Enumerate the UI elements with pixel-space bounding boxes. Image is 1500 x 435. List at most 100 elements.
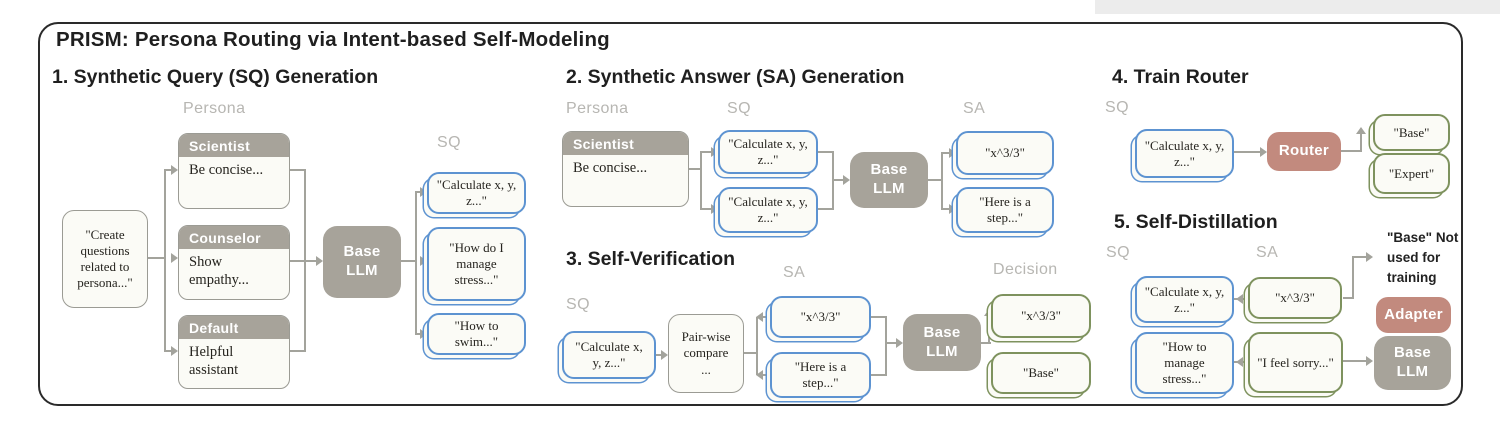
section-2-heading: 2. Synthetic Answer (SA) Generation bbox=[566, 66, 905, 88]
connector-line bbox=[1352, 257, 1354, 299]
connector-line bbox=[762, 374, 770, 376]
arrowhead bbox=[711, 147, 718, 157]
connector-line bbox=[941, 152, 949, 154]
sq-card: "Calculate x, y, z..." bbox=[427, 172, 526, 214]
connector-line bbox=[700, 152, 702, 210]
connector-line bbox=[148, 257, 166, 259]
background-strip bbox=[1095, 0, 1500, 14]
section-4-heading: 4. Train Router bbox=[1112, 66, 1249, 88]
connector-line bbox=[756, 317, 758, 375]
connector-line bbox=[871, 316, 887, 318]
connector-line bbox=[164, 169, 172, 171]
pairwise-compare-box: Pair-wise compare ... bbox=[668, 314, 744, 393]
sa-card: "x^3/3" bbox=[1248, 277, 1342, 319]
base-llm-box-s3: Base LLM bbox=[903, 314, 981, 371]
sa-label-s3: SA bbox=[783, 264, 806, 281]
base-llm-box-s2: Base LLM bbox=[850, 152, 928, 208]
compare-line: ... bbox=[701, 361, 711, 377]
sq-label-s1: SQ bbox=[437, 134, 461, 151]
figure-title: PRISM: Persona Routing via Intent-based … bbox=[56, 28, 610, 51]
connector-line bbox=[744, 352, 758, 354]
connector-line bbox=[415, 191, 421, 193]
router-output-card: "Expert" bbox=[1373, 153, 1450, 194]
section-1-heading: 1. Synthetic Query (SQ) Generation bbox=[52, 66, 379, 88]
base-llm-box-s5: Base LLM bbox=[1374, 336, 1451, 390]
sa-card: "I feel sorry..." bbox=[1248, 332, 1343, 393]
sa-card: "Here is a step..." bbox=[770, 352, 871, 398]
arrowhead bbox=[1366, 252, 1373, 262]
connector-line bbox=[818, 151, 834, 153]
persona-card-body: Be concise... bbox=[189, 162, 264, 178]
connector-line bbox=[941, 153, 943, 209]
connector-line bbox=[885, 317, 887, 376]
not-used-note: "Base" Not used for training bbox=[1387, 230, 1459, 285]
connector-line bbox=[1352, 256, 1366, 258]
arrowhead bbox=[843, 175, 850, 185]
connector-line bbox=[164, 350, 172, 352]
arrowhead bbox=[984, 309, 994, 316]
sq-label-s4: SQ bbox=[1105, 99, 1129, 116]
arrowhead bbox=[1236, 294, 1243, 304]
connector-line bbox=[415, 333, 421, 335]
sq-card: "How to manage stress..." bbox=[1135, 332, 1234, 394]
sq-card: "Calculate x, y, z..." bbox=[562, 331, 656, 379]
connector-line bbox=[700, 151, 711, 153]
arrowhead bbox=[1366, 356, 1373, 366]
sq-card: "How to swim..." bbox=[427, 313, 526, 355]
persona-card-scientist-s2: Scientist Be concise... bbox=[562, 131, 689, 207]
sa-card: "x^3/3" bbox=[770, 296, 871, 338]
arrowhead bbox=[949, 148, 956, 158]
persona-card-default: Default Helpful assistant bbox=[178, 315, 290, 389]
connector-line bbox=[700, 208, 711, 210]
router-box: Router bbox=[1267, 132, 1341, 171]
connector-line bbox=[401, 260, 417, 262]
connector-line bbox=[656, 354, 663, 356]
sa-label-s5: SA bbox=[1256, 244, 1279, 261]
arrowhead bbox=[1260, 147, 1267, 157]
persona-card-header: Scientist bbox=[563, 132, 688, 155]
connector-line bbox=[885, 342, 896, 344]
arrowhead bbox=[171, 253, 178, 263]
sq-card: "How do I manage stress..." bbox=[427, 227, 526, 301]
persona-card-scientist: Scientist Be concise... bbox=[178, 133, 290, 209]
connector-line bbox=[290, 350, 306, 352]
connector-line bbox=[1341, 360, 1367, 362]
sa-card: "Here is a step..." bbox=[956, 187, 1054, 233]
connector-line bbox=[1341, 150, 1362, 152]
seed-prompt-box: "Create questions related to persona..." bbox=[62, 210, 148, 308]
sq-label-s3: SQ bbox=[566, 296, 590, 313]
connector-line bbox=[988, 316, 990, 344]
sq-card: "Calculate x, y, z..." bbox=[1135, 129, 1234, 178]
connector-line bbox=[832, 179, 843, 181]
router-output-card: "Base" bbox=[1373, 114, 1450, 151]
sa-label-s2: SA bbox=[963, 100, 986, 117]
connector-line bbox=[871, 374, 887, 376]
persona-card-body: Helpful assistant bbox=[189, 344, 239, 379]
arrowhead bbox=[661, 350, 668, 360]
connector-line bbox=[415, 192, 417, 334]
connector-line bbox=[941, 208, 949, 210]
persona-card-header: Default bbox=[179, 316, 289, 339]
arrowhead bbox=[949, 204, 956, 214]
sq-label-s5: SQ bbox=[1106, 244, 1130, 261]
arrowhead bbox=[420, 256, 427, 266]
connector-line bbox=[762, 316, 770, 318]
persona-card-body: Be concise... bbox=[573, 160, 648, 176]
persona-label-s2: Persona bbox=[566, 100, 629, 117]
persona-card-body: Show empathy... bbox=[189, 254, 249, 289]
arrowhead bbox=[896, 338, 903, 348]
connector-line bbox=[290, 260, 306, 262]
sq-card: "Calculate x, y, z..." bbox=[1135, 276, 1234, 323]
connector-line bbox=[1343, 297, 1354, 299]
section-5-heading: 5. Self-Distillation bbox=[1114, 211, 1278, 233]
arrowhead bbox=[171, 165, 178, 175]
persona-card-counselor: Counselor Show empathy... bbox=[178, 225, 290, 300]
sq-card: "Calculate x, y, z..." bbox=[718, 130, 818, 174]
base-llm-box-s1: Base LLM bbox=[323, 226, 401, 298]
persona-card-header: Counselor bbox=[179, 226, 289, 249]
compare-line: compare bbox=[683, 345, 729, 361]
connector-line bbox=[304, 260, 317, 262]
connector-line bbox=[164, 170, 166, 352]
decision-label-s3: Decision bbox=[993, 261, 1058, 278]
